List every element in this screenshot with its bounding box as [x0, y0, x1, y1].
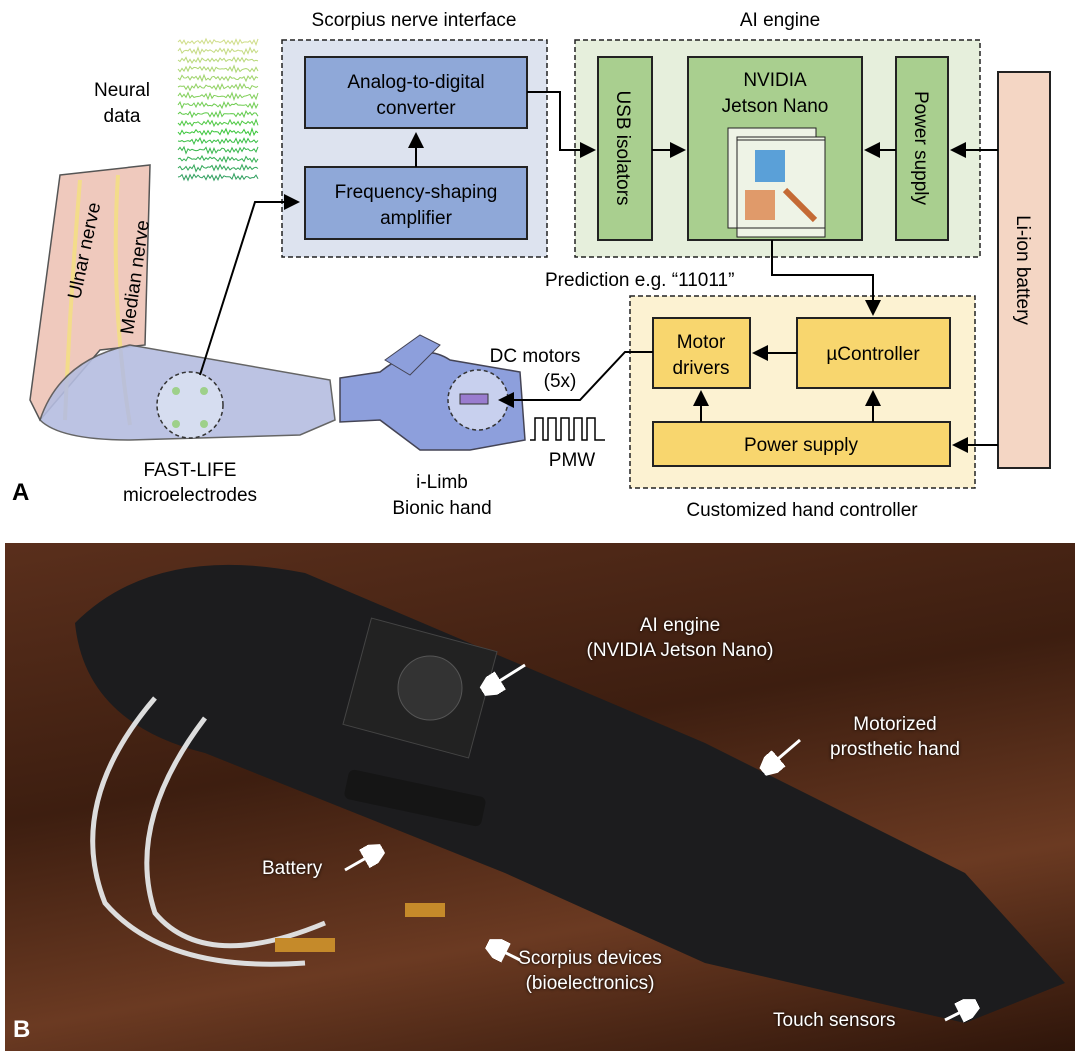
panel-a-diagram: Neural data Ulnar nerve Median nerve FAS…	[0, 0, 1080, 540]
neural-data-label-2: data	[104, 106, 141, 127]
ucontroller-label: µController	[826, 344, 920, 365]
photo-label-hand: Motorizedprosthetic hand	[810, 712, 980, 762]
hand-label: i-Limb	[416, 472, 468, 493]
label-line: AI engine	[570, 613, 790, 638]
neural-trace	[178, 102, 258, 108]
neural-signal-traces	[178, 39, 258, 180]
dc-motors-label: DC motors	[490, 346, 581, 367]
controller-power-supply-label: Power supply	[744, 435, 859, 456]
electrodes-label: FAST-LIFE	[144, 460, 237, 481]
photo-label-touch: Touch sensors	[773, 1008, 896, 1033]
dc-motors-label-2: (5x)	[544, 371, 577, 392]
label-line: (bioelectronics)	[515, 971, 665, 996]
jetson-label: NVIDIA	[743, 70, 807, 91]
neural-data-label: Neural	[94, 80, 150, 101]
photo-label-battery: Battery	[262, 856, 322, 881]
hand-label-2: Bionic hand	[392, 498, 491, 519]
neural-trace	[178, 165, 258, 172]
pwm-waveform	[530, 418, 605, 440]
usb-isolators-label: USB isolators	[612, 90, 633, 205]
photo-label-ai-engine: AI engine(NVIDIA Jetson Nano)	[570, 613, 790, 663]
label-line: Motorized	[810, 712, 980, 737]
neural-trace	[178, 129, 258, 136]
adc-label: Analog-to-digital	[347, 72, 484, 93]
panel-a-letter: A	[12, 479, 29, 506]
controller-title: Customized hand controller	[686, 500, 918, 521]
ai-power-supply-label: Power supply	[910, 91, 931, 206]
neural-network-icon	[728, 128, 825, 237]
pwm-label: PMW	[549, 450, 596, 471]
neural-trace	[178, 57, 258, 63]
neural-trace	[178, 48, 258, 55]
panel-b-letter: B	[13, 1016, 30, 1044]
electrodes-label-2: microelectrodes	[123, 485, 257, 506]
adc-label-2: converter	[376, 98, 456, 119]
neural-trace	[178, 93, 258, 100]
label-line: prosthetic hand	[810, 737, 980, 762]
amplifier-label-2: amplifier	[380, 208, 452, 229]
prediction-label: Prediction e.g. “11011”	[545, 270, 734, 291]
neural-trace	[178, 174, 258, 181]
amplifier-label: Frequency-shaping	[335, 182, 498, 203]
neural-trace	[178, 84, 258, 90]
jetson-label-2: Jetson Nano	[722, 96, 829, 117]
neural-trace	[178, 147, 258, 154]
label-line: Scorpius devices	[515, 946, 665, 971]
neural-trace	[178, 138, 258, 144]
label-line: (NVIDIA Jetson Nano)	[570, 638, 790, 663]
neural-trace	[178, 111, 258, 117]
photo-label-scorpius: Scorpius devices(bioelectronics)	[515, 946, 665, 996]
motor-drivers-label: Motor	[677, 332, 726, 353]
motor-drivers-label-2: drivers	[672, 358, 729, 379]
neural-trace	[178, 156, 258, 162]
neural-trace	[178, 39, 258, 45]
battery-label: Li-ion battery	[1012, 215, 1033, 325]
neural-trace	[178, 120, 258, 126]
ai-engine-title: AI engine	[740, 10, 820, 31]
neural-trace	[178, 66, 258, 72]
neural-trace	[178, 75, 258, 81]
scorpius-title: Scorpius nerve interface	[312, 10, 517, 31]
